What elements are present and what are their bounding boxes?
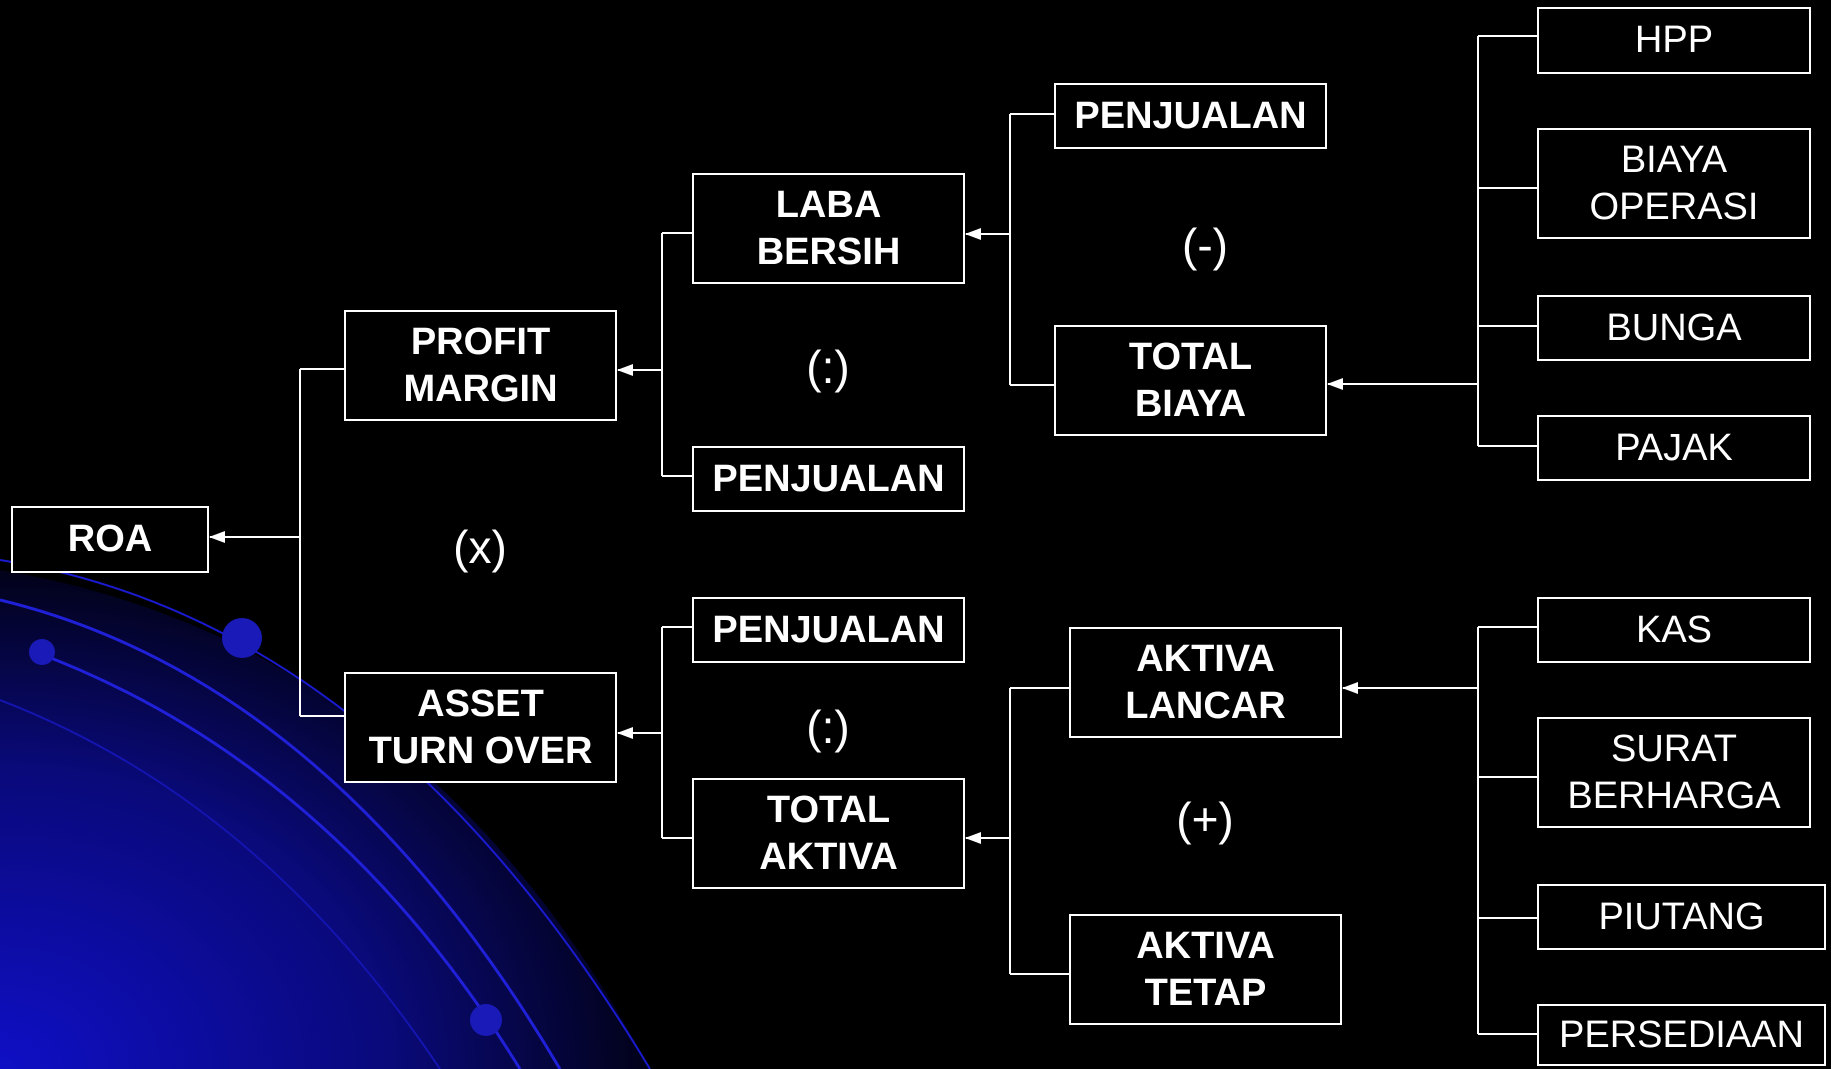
node-hpp: HPP [1537, 7, 1811, 74]
node-aktiva-tetap: AKTIVA TETAP [1069, 914, 1342, 1025]
node-laba-bersih: LABA BERSIH [692, 173, 965, 284]
node-surat-berharga: SURAT BERHARGA [1537, 717, 1811, 828]
node-biaya-operasi: BIAYA OPERASI [1537, 128, 1811, 239]
operator-minus: (-) [1182, 219, 1228, 271]
node-penjualan-pm: PENJUALAN [692, 446, 965, 512]
node-piutang: PIUTANG [1537, 884, 1826, 950]
node-persediaan: PERSEDIAAN [1537, 1004, 1826, 1066]
operator-multiply: (x) [453, 521, 507, 573]
operator-divide-pm: (:) [806, 341, 850, 393]
operator-divide-ato: (:) [806, 701, 850, 753]
operator-plus: (+) [1176, 793, 1234, 845]
node-asset-turn-over: ASSET TURN OVER [344, 672, 617, 783]
node-total-aktiva: TOTAL AKTIVA [692, 778, 965, 889]
node-kas: KAS [1537, 597, 1811, 663]
node-total-biaya: TOTAL BIAYA [1054, 325, 1327, 436]
node-pajak: PAJAK [1537, 415, 1811, 481]
node-penjualan-ato: PENJUALAN [692, 597, 965, 663]
node-profit-margin: PROFIT MARGIN [344, 310, 617, 421]
node-roa: ROA [11, 506, 209, 573]
node-aktiva-lancar: AKTIVA LANCAR [1069, 627, 1342, 738]
node-penjualan-lb: PENJUALAN [1054, 83, 1327, 149]
node-bunga: BUNGA [1537, 295, 1811, 361]
